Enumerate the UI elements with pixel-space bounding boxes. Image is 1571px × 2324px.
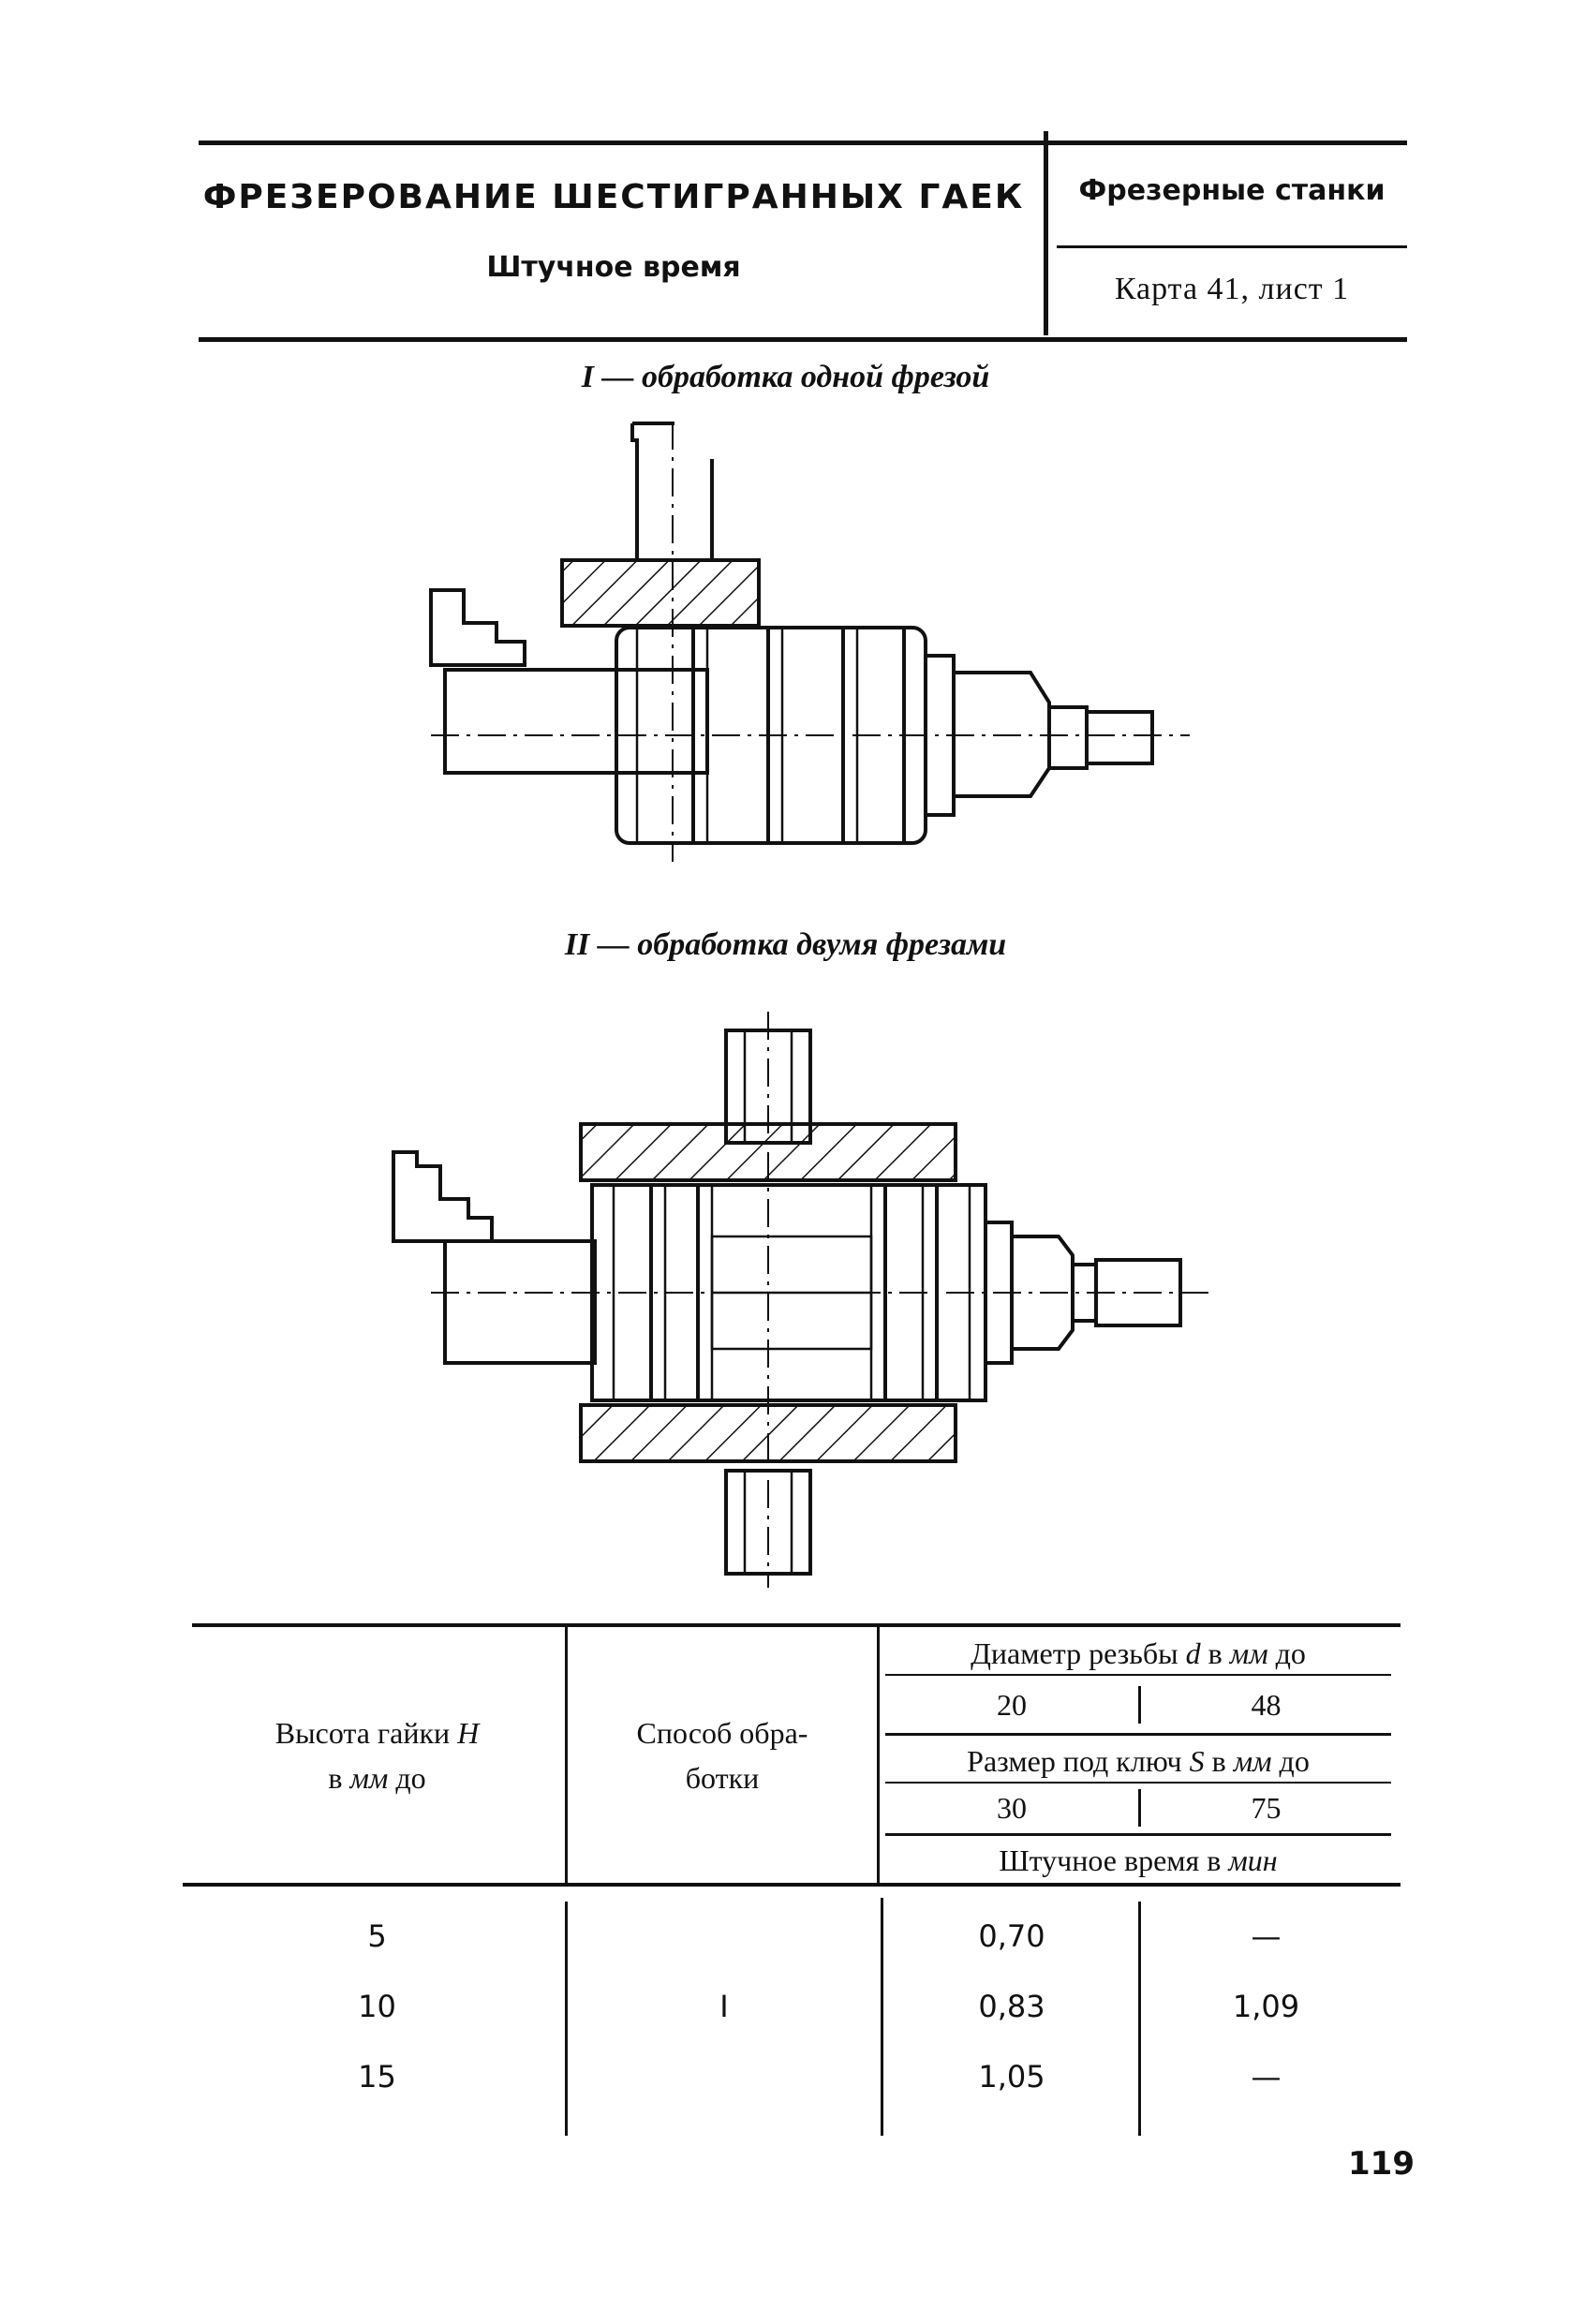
figure-2-two-cutters-drawing [392, 1012, 1208, 1588]
table-body-divider-1 [565, 1902, 568, 2136]
key-value-2: 75 [1251, 1791, 1282, 1825]
figure-2-caption: II — обработка двумя фрезами [564, 927, 1007, 962]
col-header-method-line2: ботки [685, 1761, 760, 1795]
machines-label: Фрезерные станки [1078, 174, 1386, 207]
col-header-height-text: Высота гайки [274, 1716, 451, 1750]
page-title: ФРЕЗЕРОВАНИЕ ШЕСТИГРАННЫХ ГАЕК [202, 178, 1025, 216]
diameter-rule [885, 1674, 1391, 1676]
key-values-rule [885, 1833, 1391, 1836]
row-method-value: I [719, 1989, 729, 2024]
header-divider-vertical [1044, 131, 1048, 335]
row-3-t1: 1,05 [978, 2059, 1045, 2095]
row-3-height: 15 [358, 2059, 396, 2095]
key-var: S [1189, 1744, 1205, 1778]
col-header-time: Штучное время в мин [885, 1838, 1391, 1883]
diameter-var: d [1185, 1636, 1201, 1670]
row-2-t1: 0,83 [978, 1989, 1045, 2024]
table-body-divider-3 [1138, 1902, 1141, 2136]
page-subtitle: Штучное время [486, 251, 741, 284]
time-unit: мин [1228, 1843, 1278, 1877]
page-number: 119 [1348, 2145, 1415, 2183]
col-header-method: Способ обра- ботки [570, 1710, 875, 1800]
col-header-height-pre: в [328, 1761, 343, 1795]
col-header-height-unit: мм [349, 1761, 389, 1795]
figure-1-caption: I — обработка одной фрезой [581, 360, 990, 394]
row-1-t1: 0,70 [978, 1918, 1045, 1954]
row-1-height: 5 [367, 1918, 387, 1954]
col-header-method-line1: Способ обра- [636, 1716, 808, 1750]
diameter-value-1: 20 [997, 1688, 1027, 1722]
col-header-diameter: Диаметр резьбы d в мм до [885, 1631, 1391, 1676]
row-3-t2: — [1251, 2059, 1282, 2095]
diameter-label: Диаметр резьбы [971, 1636, 1178, 1670]
key-pre: в [1211, 1744, 1226, 1778]
header-bottom-rule [199, 337, 1407, 342]
table-body-divider-2 [881, 1898, 883, 2136]
diameter-value-2: 48 [1251, 1688, 1282, 1722]
row-2-t2: 1,09 [1232, 1989, 1300, 2024]
figure-1-single-cutter-drawing [429, 422, 1190, 862]
header-top-rule [199, 141, 1407, 145]
key-post: до [1279, 1744, 1310, 1778]
diameter-unit: мм [1229, 1636, 1268, 1670]
table-header-bottom-rule [183, 1883, 1401, 1887]
diameter-values-divider [1138, 1686, 1141, 1724]
key-label: Размер под ключ [967, 1744, 1182, 1778]
table-col-divider-1 [565, 1627, 568, 1883]
col-header-key: Размер под ключ S в мм до [885, 1739, 1391, 1784]
header-card-rule [1057, 245, 1407, 248]
row-2-height: 10 [358, 1989, 396, 2024]
col-header-height: Высота гайки H в мм до [192, 1710, 562, 1800]
col-header-height-var: H [457, 1716, 480, 1750]
key-value-1: 30 [997, 1791, 1027, 1825]
diameter-post: до [1275, 1636, 1306, 1670]
card-label: Карта 41, лист 1 [1114, 272, 1350, 306]
key-rule [885, 1782, 1391, 1784]
row-1-t2: — [1251, 1918, 1282, 1954]
time-label: Штучное время в [999, 1843, 1222, 1877]
key-unit: мм [1233, 1744, 1272, 1778]
key-values-divider [1138, 1789, 1141, 1827]
table-col-divider-2 [877, 1627, 880, 1883]
col-header-height-post: до [395, 1761, 426, 1795]
table-top-rule [192, 1623, 1401, 1627]
diameter-pre: в [1208, 1636, 1223, 1670]
diameter-values-rule [885, 1733, 1391, 1736]
